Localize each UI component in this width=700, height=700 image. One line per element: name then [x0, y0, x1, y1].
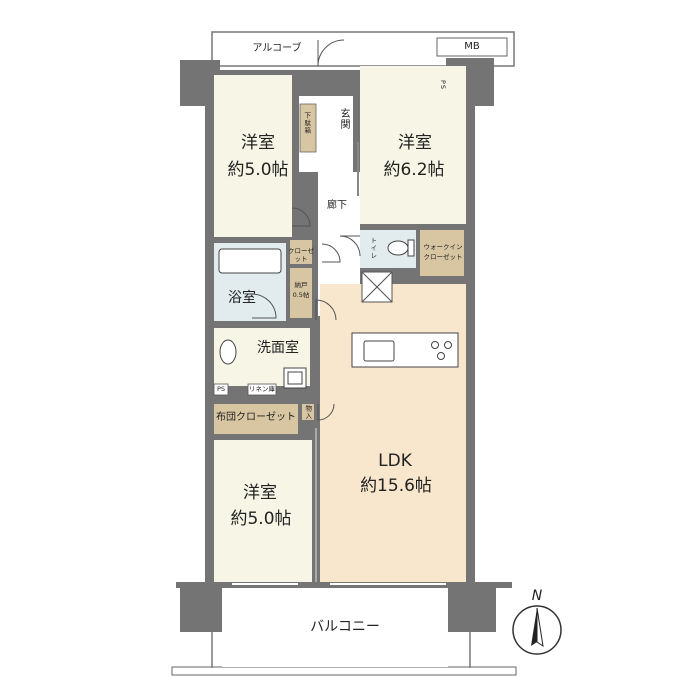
compass-needle: [531, 608, 537, 646]
compass-needle-light: [536, 607, 544, 648]
vent-cross-2: [361, 271, 393, 303]
compass-north-label: N: [531, 588, 543, 604]
ps-vertical-label: PS: [438, 80, 447, 91]
room-western-sw: [214, 440, 312, 582]
balcony-floor: [222, 588, 448, 667]
futon-closet-label: 布団クローゼット: [216, 412, 296, 423]
stove-burner-2: [444, 341, 452, 349]
western-nw-name: 洋室: [241, 133, 275, 153]
western-ne-size: 約6.2帖: [383, 160, 445, 180]
walk-in-label-2: クローゼット: [423, 253, 463, 261]
toilet-label: トイレ: [368, 237, 377, 260]
ldk-floor: [320, 286, 466, 582]
storage-size-label: 0.5帖: [292, 291, 310, 299]
balcony-railing: [171, 666, 517, 676]
ps-box: [213, 383, 229, 396]
shoe-box: [299, 103, 317, 153]
door-western-nw: [291, 207, 311, 227]
stove-burner-3: [437, 352, 445, 360]
mb-box: [436, 37, 508, 57]
storage-small-label: 物入: [303, 405, 312, 420]
washing-machine: [283, 367, 307, 389]
bathtub: [218, 248, 282, 274]
mb-label: MB: [464, 41, 480, 52]
entrance-label: 玄関: [338, 108, 349, 130]
linen-label: リネン庫: [249, 385, 275, 393]
closet-small: [290, 240, 312, 264]
kitchen-sink: [363, 340, 395, 362]
ldk-size: 約15.6帖: [360, 476, 432, 496]
stove-burner-1: [431, 341, 439, 349]
door-bath: [251, 293, 277, 319]
corridor-label: 廊下: [327, 200, 347, 211]
column-se: [448, 584, 496, 632]
door-toilet: [339, 235, 361, 257]
western-ne-name: 洋室: [398, 133, 432, 153]
western-nw-size: 約5.0帖: [227, 160, 289, 180]
storage-label: 納戸: [294, 281, 308, 289]
ps-label: PS: [216, 385, 226, 393]
storage-small-area: [302, 404, 314, 420]
room-western-ne: [360, 66, 466, 224]
ldk-upper: [320, 284, 466, 288]
column-sw: [180, 584, 222, 632]
column-nw: [180, 60, 220, 106]
walk-in-closet: [420, 230, 464, 276]
toilet-tank: [407, 239, 415, 257]
alcove-label: アルコーブ: [252, 43, 302, 54]
walk-in-label-1: ウォークイン: [423, 243, 463, 251]
balcony-label: バルコニー: [310, 619, 380, 635]
door-washroom: [315, 299, 337, 321]
linen-shelf: [247, 383, 277, 396]
toilet-bowl: [387, 240, 409, 256]
door-western-sw: [317, 403, 335, 421]
door-corridor: [321, 243, 341, 263]
closet-label: クローゼット: [288, 247, 314, 263]
western-sw-size: 約5.0帖: [230, 509, 292, 529]
wash-basin: [219, 339, 237, 365]
bath-label: 浴室: [228, 290, 256, 306]
futon-closet-area: [214, 404, 298, 434]
shoe-box-label: 下駄箱: [302, 112, 311, 135]
door-entrance: [317, 39, 345, 67]
room-western-nw: [214, 75, 292, 237]
washing-machine-inner: [287, 371, 303, 385]
ldk-name: LDK: [378, 451, 412, 471]
western-sw-name: 洋室: [243, 483, 277, 503]
storage-room: [290, 268, 312, 318]
washroom-label: 洗面室: [257, 340, 299, 356]
